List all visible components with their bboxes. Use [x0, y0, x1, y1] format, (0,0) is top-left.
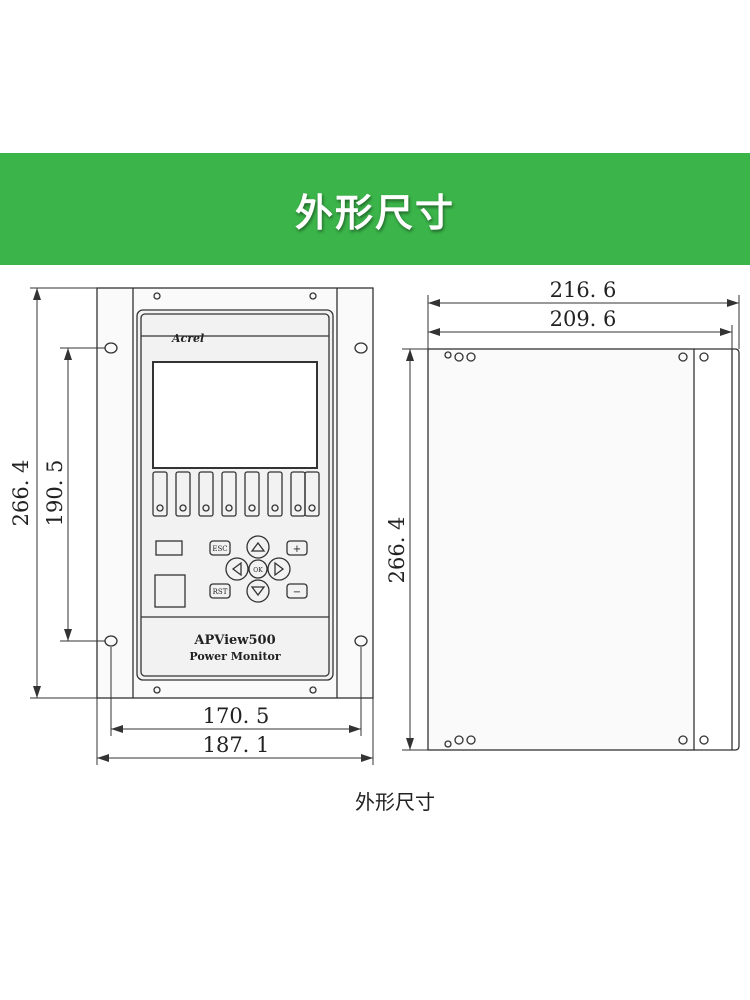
rst-key: [209, 583, 231, 599]
minus-key: [286, 583, 308, 599]
plus-key-label: +: [293, 544, 301, 555]
dim-side-height: 266. 4: [385, 517, 409, 584]
plus-key: [286, 540, 308, 556]
screw: [309, 686, 317, 694]
side-dimension-lines: [402, 295, 740, 751]
dim-side-body-width: 209. 6: [550, 307, 617, 331]
banner-title: 外形尺寸: [294, 190, 455, 235]
model-subtitle: Power Monitor: [189, 650, 281, 663]
usb-port: [155, 540, 183, 556]
up-key: [246, 535, 270, 559]
indicator: [175, 471, 191, 517]
lcd-screen: [152, 361, 318, 469]
dim-overall-height: 266. 4: [9, 460, 33, 527]
esc-key: [209, 540, 231, 556]
figure-caption: 外形尺寸: [355, 790, 435, 814]
screw: [153, 292, 161, 300]
indicator-row: [152, 471, 320, 517]
side-view: [427, 348, 740, 751]
ok-key-label: OK: [253, 567, 263, 574]
sd-slot: [154, 574, 186, 608]
rst-key-label: RST: [213, 588, 228, 596]
indicator: [221, 471, 237, 517]
mount-hole: [354, 635, 368, 647]
dim-mount-height: 190. 5: [43, 460, 67, 527]
indicator: [267, 471, 283, 517]
right-key: [267, 557, 291, 581]
dim-side-overall-width: 216. 6: [550, 278, 617, 302]
minus-key-label: −: [293, 587, 301, 598]
ok-key: [248, 559, 268, 579]
front-panel-edge: [694, 348, 740, 751]
dim-mount-width: 170. 5: [203, 704, 270, 728]
left-key: [225, 557, 249, 581]
indicator: [304, 471, 320, 517]
screw: [153, 686, 161, 694]
indicator: [152, 471, 168, 517]
title-banner: 外形尺寸: [0, 153, 750, 265]
model-name: APView500: [193, 633, 275, 648]
down-key: [246, 579, 270, 603]
esc-key-label: ESC: [212, 545, 227, 553]
screw: [309, 292, 317, 300]
enclosure-body: [427, 348, 695, 751]
front-dimension-lines: [30, 287, 374, 765]
indicator: [244, 471, 260, 517]
brand-logo: Acrel: [171, 332, 204, 345]
indicator: [198, 471, 214, 517]
dim-overall-width: 187. 1: [203, 733, 270, 757]
front-view: [96, 287, 374, 699]
mount-hole: [354, 342, 368, 354]
